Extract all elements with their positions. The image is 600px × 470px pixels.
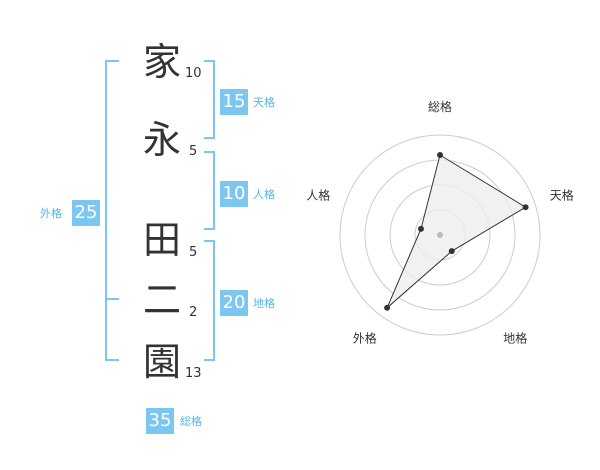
radar-point	[417, 225, 424, 232]
chikaku-bracket-top	[204, 240, 215, 242]
jinkaku-value: 10	[220, 181, 248, 207]
gaikaku-bracket-bottom	[105, 359, 119, 361]
name-char-5: 園	[142, 340, 181, 384]
radar-axis-label: 地格	[503, 331, 527, 346]
jinkaku-label: 人格	[253, 188, 275, 201]
radar-point	[437, 152, 443, 158]
name-char-1: 家	[142, 40, 181, 84]
radar-point	[522, 204, 529, 211]
stroke-count-3: 5	[189, 245, 198, 260]
radar-axis-label: 外格	[353, 331, 377, 346]
radar-axis-label: 総格	[428, 99, 452, 114]
name-char-2: 永	[142, 118, 181, 162]
tenkaku-bracket-top	[204, 60, 215, 62]
tenkaku-bracket-bottom	[204, 137, 215, 139]
jinkaku-bracket-top	[204, 151, 215, 153]
name-char-4: 二	[142, 278, 181, 322]
name-char-3: 田	[142, 218, 181, 262]
radar-point	[448, 248, 455, 255]
gaikaku-bracket-top	[105, 60, 119, 62]
stroke-count-5: 13	[185, 366, 202, 381]
stroke-count-2: 5	[189, 144, 198, 159]
jinkaku-bracket	[213, 151, 215, 230]
gaikaku-value: 25	[72, 200, 100, 226]
soukaku-value: 35	[146, 408, 174, 434]
stroke-count-1: 10	[185, 66, 202, 81]
radar-polygon	[386, 154, 527, 309]
radar-ring	[339, 134, 541, 336]
radar-axis-label: 人格	[306, 187, 330, 202]
tenkaku-label: 天格	[253, 96, 275, 109]
chikaku-bracket-bottom	[204, 359, 215, 361]
radar-axis-label: 天格	[550, 187, 574, 202]
tenkaku-value: 15	[220, 89, 248, 115]
gaikaku-bracket-mid	[105, 298, 119, 300]
radar-point	[384, 304, 391, 311]
chikaku-bracket	[213, 240, 215, 361]
radar-center	[437, 232, 443, 238]
soukaku-label: 総格	[180, 415, 202, 428]
stroke-count-4: 2	[189, 305, 198, 320]
tenkaku-bracket	[213, 60, 215, 139]
chikaku-value: 20	[220, 290, 248, 316]
gaikaku-bracket	[105, 60, 107, 361]
jinkaku-bracket-bottom	[204, 228, 215, 230]
chikaku-label: 地格	[253, 297, 275, 310]
gaikaku-label: 外格	[40, 207, 62, 220]
